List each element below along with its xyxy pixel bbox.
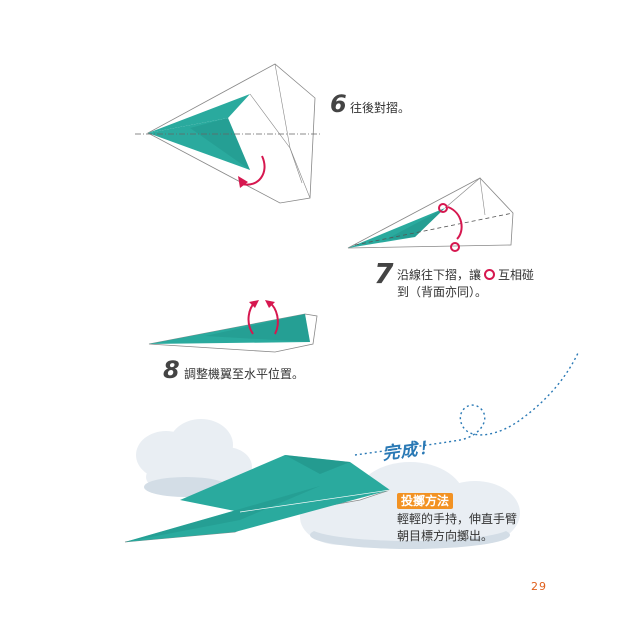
step7-paper-back [347, 177, 514, 249]
plane-top-shade [285, 455, 350, 474]
step7-text: 沿線往下摺，讓 互相碰 到（背面亦同）。 [397, 267, 537, 301]
step8-illustration [148, 300, 318, 353]
step6-teal-flap-top [148, 94, 250, 133]
step7-text-prefix: 沿線往下摺，讓 [397, 268, 482, 282]
step6-teal-flap-bottom [148, 118, 250, 170]
step8-arrow-left-head [249, 300, 259, 308]
ring-icon [484, 269, 496, 280]
step7-number: 7 [374, 257, 394, 290]
step7-illustration [347, 177, 514, 252]
throw-instructions: 投擲方法 輕輕的手持，伸直手臂 朝目標方向擲出。 [397, 490, 527, 545]
step6-illustration [135, 63, 322, 204]
step6-number: 6 [330, 90, 347, 118]
step8-number: 8 [163, 356, 180, 384]
plane-bottom-shade [125, 486, 320, 542]
step8-text: 調整機翼至水平位置。 [184, 367, 305, 381]
step7-fold-arrow [447, 206, 463, 240]
step7-dashed-guide [354, 212, 514, 246]
step7-fold-line [444, 177, 486, 216]
plane-top-wing [180, 455, 390, 512]
step8-teal-shade [205, 314, 310, 342]
step7-teal-shade [385, 208, 445, 240]
throw-line1: 輕輕的手持，伸直手臂 [397, 512, 518, 526]
throw-line2: 朝目標方向擲出。 [397, 529, 494, 543]
step6-fold-arrow [241, 155, 266, 186]
step8-teal-wing [149, 314, 310, 344]
step6-teal-shade [190, 118, 250, 170]
step6-fold-line-2 [249, 93, 303, 184]
step6-arrow-head [238, 176, 248, 188]
step7-text-line2: 到（背面亦同）。 [397, 285, 488, 299]
step8-arrow-right-head [265, 300, 275, 308]
cloud-left [136, 419, 252, 497]
page-number: 29 [531, 580, 547, 593]
step7-ring-marker-top [438, 203, 448, 213]
step7-teal-wing [348, 208, 445, 248]
step6-text: 往後對摺。 [350, 101, 411, 115]
step7-text-suffix: 互相碰 [498, 268, 535, 282]
step7-ring-marker-bottom [450, 242, 460, 252]
finished-plane [124, 455, 391, 543]
throw-title-badge: 投擲方法 [397, 493, 454, 509]
